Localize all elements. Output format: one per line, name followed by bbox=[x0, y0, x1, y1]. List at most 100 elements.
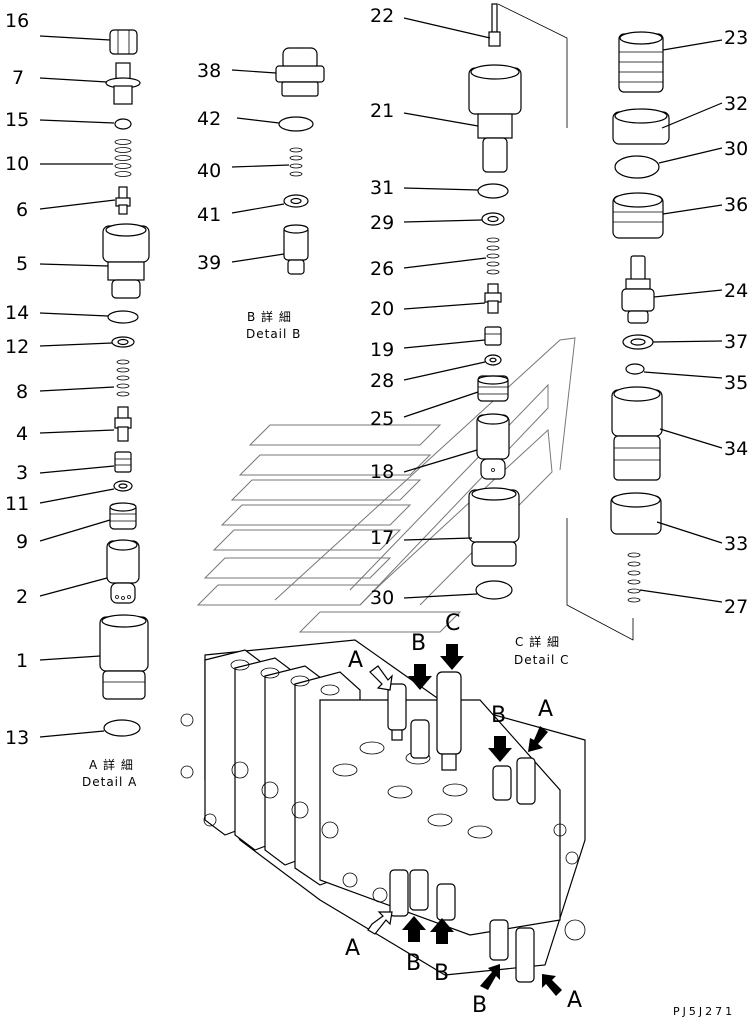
detail-c-bracket bbox=[497, 3, 568, 128]
callout-7: 7 bbox=[12, 67, 24, 89]
part-13-o-ring bbox=[39, 719, 141, 738]
callout-24: 24 bbox=[724, 280, 748, 302]
arrow-b-2 bbox=[488, 736, 512, 762]
drawing-code: PJ5J271 bbox=[673, 1005, 735, 1018]
arrow-b-1 bbox=[408, 664, 432, 690]
detail-c-caption-jp: C 詳 細 bbox=[515, 634, 560, 649]
callout-4: 4 bbox=[16, 423, 28, 445]
detail-a-caption-en: Detail A bbox=[82, 775, 137, 789]
control-valve-assembly bbox=[180, 639, 586, 983]
callout-20: 20 bbox=[370, 298, 394, 320]
part-27-spring bbox=[627, 552, 723, 603]
callout-40: 40 bbox=[197, 160, 221, 182]
part-18-piston bbox=[403, 413, 510, 480]
part-17-housing bbox=[403, 487, 520, 567]
marker-b-4: B bbox=[434, 961, 449, 986]
callout-22: 22 bbox=[370, 5, 394, 27]
part-29-washer bbox=[403, 212, 505, 226]
part-5-valve-body bbox=[39, 223, 150, 299]
callout-11: 11 bbox=[5, 493, 29, 515]
callout-27: 27 bbox=[724, 596, 748, 618]
callout-33: 33 bbox=[724, 533, 748, 555]
callout-29: 29 bbox=[370, 212, 394, 234]
part-25-sleeve bbox=[403, 375, 509, 418]
part-15-ball bbox=[39, 118, 132, 130]
part-20-poppet bbox=[403, 283, 502, 314]
arrow-a-3 bbox=[367, 911, 393, 935]
callout-25: 25 bbox=[370, 408, 394, 430]
callout-2: 2 bbox=[16, 586, 28, 608]
callout-8: 8 bbox=[16, 381, 28, 403]
part-37-washer bbox=[622, 334, 723, 350]
part-41-washer bbox=[231, 194, 309, 214]
part-22-bleed-screw bbox=[403, 3, 501, 47]
callout-41: 41 bbox=[197, 204, 221, 226]
part-7-plug bbox=[39, 62, 141, 105]
marker-c-1: C bbox=[445, 611, 460, 636]
callout-32: 32 bbox=[724, 93, 748, 115]
part-9-sleeve bbox=[39, 502, 137, 542]
arrow-b-5 bbox=[480, 964, 500, 990]
callout-13: 13 bbox=[5, 727, 29, 749]
callout-1: 1 bbox=[16, 650, 28, 672]
callout-14: 14 bbox=[5, 302, 29, 324]
part-2-piston bbox=[39, 539, 140, 604]
part-35-ball bbox=[625, 363, 723, 379]
marker-b-3: B bbox=[406, 951, 421, 976]
callout-16: 16 bbox=[5, 10, 29, 32]
part-21-cap bbox=[403, 64, 522, 173]
callout-6: 6 bbox=[16, 199, 28, 221]
callout-28: 28 bbox=[370, 370, 394, 392]
callout-3: 3 bbox=[16, 462, 28, 484]
callout-30-upper: 30 bbox=[724, 138, 748, 160]
part-30-o-ring-upper bbox=[614, 147, 723, 179]
part-42-o-ring bbox=[236, 116, 314, 132]
part-38-plug bbox=[231, 47, 325, 97]
marker-a-2: A bbox=[538, 697, 553, 722]
callout-31: 31 bbox=[370, 177, 394, 199]
part-28-washer bbox=[403, 354, 502, 381]
arrow-c-1 bbox=[440, 644, 464, 670]
marker-a-3: A bbox=[345, 936, 360, 961]
arrow-b-4 bbox=[430, 918, 454, 944]
callout-12: 12 bbox=[5, 336, 29, 358]
detail-b-caption-jp: B 詳 細 bbox=[247, 309, 292, 324]
callout-10: 10 bbox=[5, 153, 29, 175]
part-23-sleeve bbox=[618, 31, 723, 93]
callout-37: 37 bbox=[724, 331, 748, 353]
part-33-nut bbox=[610, 492, 723, 544]
callout-30-lower: 30 bbox=[370, 587, 394, 609]
callout-18: 18 bbox=[370, 461, 394, 483]
arrow-a-4 bbox=[542, 974, 562, 996]
callout-34: 34 bbox=[724, 438, 748, 460]
part-11-washer bbox=[39, 480, 133, 504]
callout-36: 36 bbox=[724, 194, 748, 216]
detail-b-caption-en: Detail B bbox=[246, 327, 301, 341]
part-6-poppet bbox=[39, 186, 131, 215]
callout-39: 39 bbox=[197, 252, 221, 274]
part-10-spring bbox=[40, 139, 132, 177]
callout-15: 15 bbox=[5, 109, 29, 131]
marker-b-1: B bbox=[411, 631, 426, 656]
part-34-housing bbox=[611, 386, 723, 481]
detail-a-caption-jp: A 詳 細 bbox=[89, 757, 134, 772]
callout-35: 35 bbox=[724, 372, 748, 394]
callout-26: 26 bbox=[370, 258, 394, 280]
part-39-valve bbox=[231, 224, 309, 275]
callout-5: 5 bbox=[16, 253, 28, 275]
part-16-nut bbox=[39, 29, 138, 55]
callout-19: 19 bbox=[370, 339, 394, 361]
callout-17: 17 bbox=[370, 527, 394, 549]
detail-c-bracket-lower bbox=[566, 518, 634, 641]
arrow-a-1 bbox=[369, 665, 393, 691]
callout-42: 42 bbox=[197, 108, 221, 130]
arrow-a-2 bbox=[528, 726, 548, 752]
part-3-seat bbox=[39, 451, 132, 474]
part-32-nut bbox=[612, 102, 723, 145]
marker-b-5: B bbox=[472, 993, 487, 1018]
callout-23: 23 bbox=[724, 27, 748, 49]
part-12-washer bbox=[39, 336, 135, 348]
part-31-o-ring bbox=[403, 183, 509, 199]
callout-21: 21 bbox=[370, 100, 394, 122]
